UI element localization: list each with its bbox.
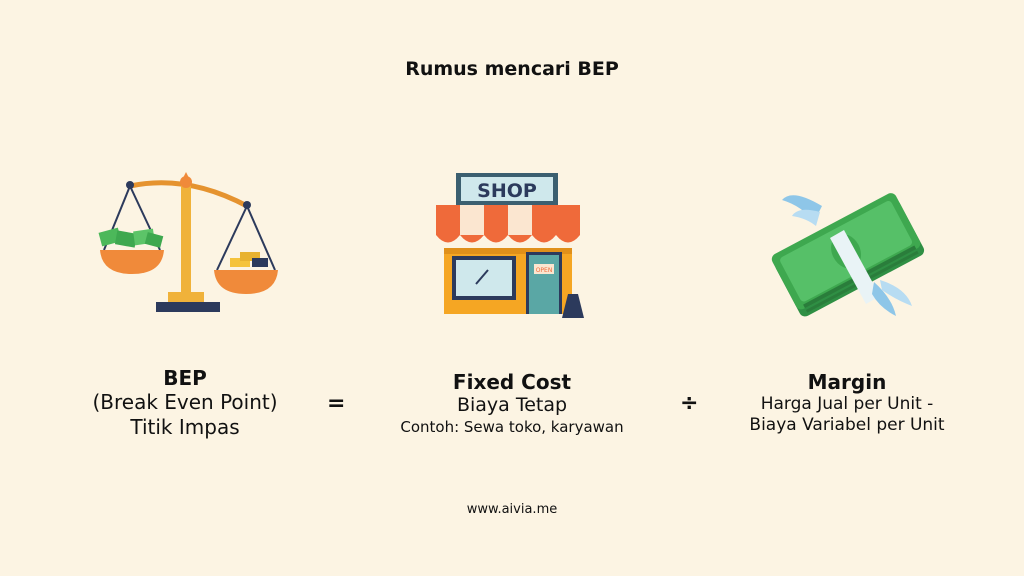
margin-heading: Margin bbox=[807, 370, 887, 394]
margin-block: Margin Harga Jual per Unit - Biaya Varia… bbox=[712, 370, 982, 436]
shop-icon: SHOP OPEN bbox=[436, 173, 584, 318]
fixed-cost-example: Contoh: Sewa toko, karyawan bbox=[400, 418, 624, 436]
margin-line-2: Biaya Variabel per Unit bbox=[749, 415, 945, 435]
fixed-cost-translation: Biaya Tetap bbox=[456, 394, 568, 416]
fixed-cost-heading: Fixed Cost bbox=[452, 370, 572, 394]
divide-sign: ÷ bbox=[680, 391, 699, 416]
balance-scale-icon bbox=[98, 172, 278, 312]
equals-sign: = bbox=[327, 391, 346, 416]
fixed-cost-block: Fixed Cost Biaya Tetap Contoh: Sewa toko… bbox=[362, 370, 662, 437]
open-sign-text: OPEN bbox=[536, 267, 553, 274]
bep-heading: BEP bbox=[163, 366, 207, 390]
flying-money-icon bbox=[771, 193, 925, 317]
page-title: Rumus mencari BEP bbox=[405, 58, 619, 80]
footer-url: www.aivia.me bbox=[466, 502, 558, 517]
bep-block: BEP (Break Even Point) Titik Impas bbox=[60, 366, 310, 440]
bep-subtitle: (Break Even Point) bbox=[92, 390, 278, 414]
bep-translation: Titik Impas bbox=[130, 415, 240, 439]
margin-line-1: Harga Jual per Unit - bbox=[760, 394, 934, 414]
shop-sign-text: SHOP bbox=[477, 180, 537, 202]
